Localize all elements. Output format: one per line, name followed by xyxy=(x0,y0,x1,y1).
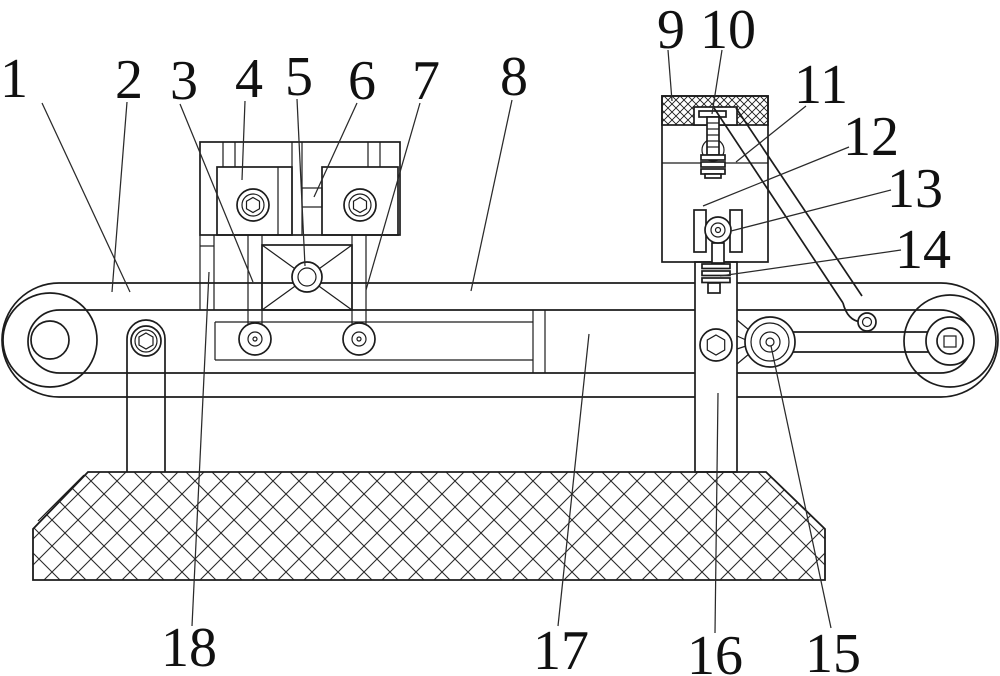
base-left-bevel xyxy=(37,474,85,522)
clamp-assembly xyxy=(693,209,743,264)
part-label-9: 9 xyxy=(657,0,685,61)
left-pulley-hole xyxy=(30,320,70,360)
swing-arm xyxy=(713,107,877,332)
leader-line-14 xyxy=(719,249,902,277)
part-label-2: 2 xyxy=(115,49,143,111)
part-label-5: 5 xyxy=(285,46,313,108)
leader-line-15 xyxy=(770,345,832,629)
clamp-ball xyxy=(704,216,732,244)
leader-line-10 xyxy=(711,49,723,115)
belt-inner-slide-plate xyxy=(214,310,546,373)
tension-mechanism xyxy=(661,95,877,332)
part-label-17: 17 xyxy=(533,620,589,676)
part-label-6: 6 xyxy=(348,50,376,112)
part-label-4: 4 xyxy=(235,48,263,110)
part-label-11: 11 xyxy=(794,54,848,116)
screw-spring-coil xyxy=(700,154,726,179)
press-x-brace xyxy=(261,244,353,311)
leader-line-16 xyxy=(714,392,719,634)
leader-lines xyxy=(41,49,902,634)
left-pulley-rim xyxy=(2,292,98,388)
press-upper-bolt-left xyxy=(236,188,270,222)
right-leg-bolt-hex xyxy=(706,334,726,356)
leader-line-3 xyxy=(179,103,254,283)
belt-inner-loop xyxy=(27,309,973,374)
leader-line-18 xyxy=(191,271,210,627)
drive-wheel xyxy=(744,316,796,368)
part-label-18: 18 xyxy=(161,617,217,676)
conveyor-belt xyxy=(1,282,999,398)
leader-line-2 xyxy=(111,101,128,293)
leader-line-12 xyxy=(702,146,850,207)
right-leg-bolt-outer xyxy=(699,328,733,362)
press-mount-foot xyxy=(199,235,215,310)
right-pulley-hub xyxy=(925,316,975,366)
part-label-3: 3 xyxy=(170,50,198,112)
part-label-8: 8 xyxy=(500,46,528,108)
part-label-1: 1 xyxy=(0,48,28,110)
tension-lower-spring xyxy=(701,263,731,294)
base-block xyxy=(32,471,826,581)
press-upper-bolt-right xyxy=(343,188,377,222)
part-label-14: 14 xyxy=(895,219,951,281)
part-label-16: 16 xyxy=(687,625,743,676)
left-pulley xyxy=(2,292,98,388)
drive-wheel-gussets xyxy=(736,319,750,365)
crank-pin xyxy=(857,312,877,332)
press-hub xyxy=(291,261,323,293)
press-roller-right xyxy=(342,322,376,356)
part-label-12: 12 xyxy=(843,106,899,168)
press-roller-left xyxy=(238,322,272,356)
leader-line-13 xyxy=(730,189,892,232)
leader-line-6 xyxy=(313,102,358,198)
right-support-leg xyxy=(694,261,738,473)
leader-line-11 xyxy=(735,105,807,163)
tension-push-rod xyxy=(707,282,721,294)
part-label-15: 15 xyxy=(805,623,861,676)
leader-line-17 xyxy=(557,333,590,627)
left-support-leg xyxy=(126,319,166,472)
press-mechanism xyxy=(199,141,401,356)
part-label-7: 7 xyxy=(412,50,440,112)
right-pulley-rim xyxy=(903,294,997,388)
left-leg-bolt-hex xyxy=(138,332,154,350)
press-left-block xyxy=(216,166,293,236)
leader-line-8 xyxy=(470,99,513,292)
press-right-block xyxy=(321,166,399,236)
press-top-plate xyxy=(199,141,401,236)
part-labels: 1 2 3 4 5 6 7 8 9 10 11 12 13 14 15 16 1… xyxy=(0,0,951,676)
clamp-stem xyxy=(711,242,725,264)
leader-line-9 xyxy=(667,49,673,102)
leader-line-7 xyxy=(365,102,421,291)
right-pulley-keyway xyxy=(943,335,957,348)
press-middle-coupler xyxy=(301,187,323,208)
left-leg-bolt-ring xyxy=(134,329,158,353)
base-foundation xyxy=(32,471,826,581)
leader-line-4 xyxy=(241,100,246,181)
drive-assembly xyxy=(736,316,975,368)
leader-line-5 xyxy=(296,98,306,267)
belt-outer-loop xyxy=(1,282,999,398)
part-label-13: 13 xyxy=(887,158,943,220)
left-leg-body xyxy=(126,319,166,472)
leader-line-1 xyxy=(41,102,131,293)
part-label-10: 10 xyxy=(700,0,756,61)
